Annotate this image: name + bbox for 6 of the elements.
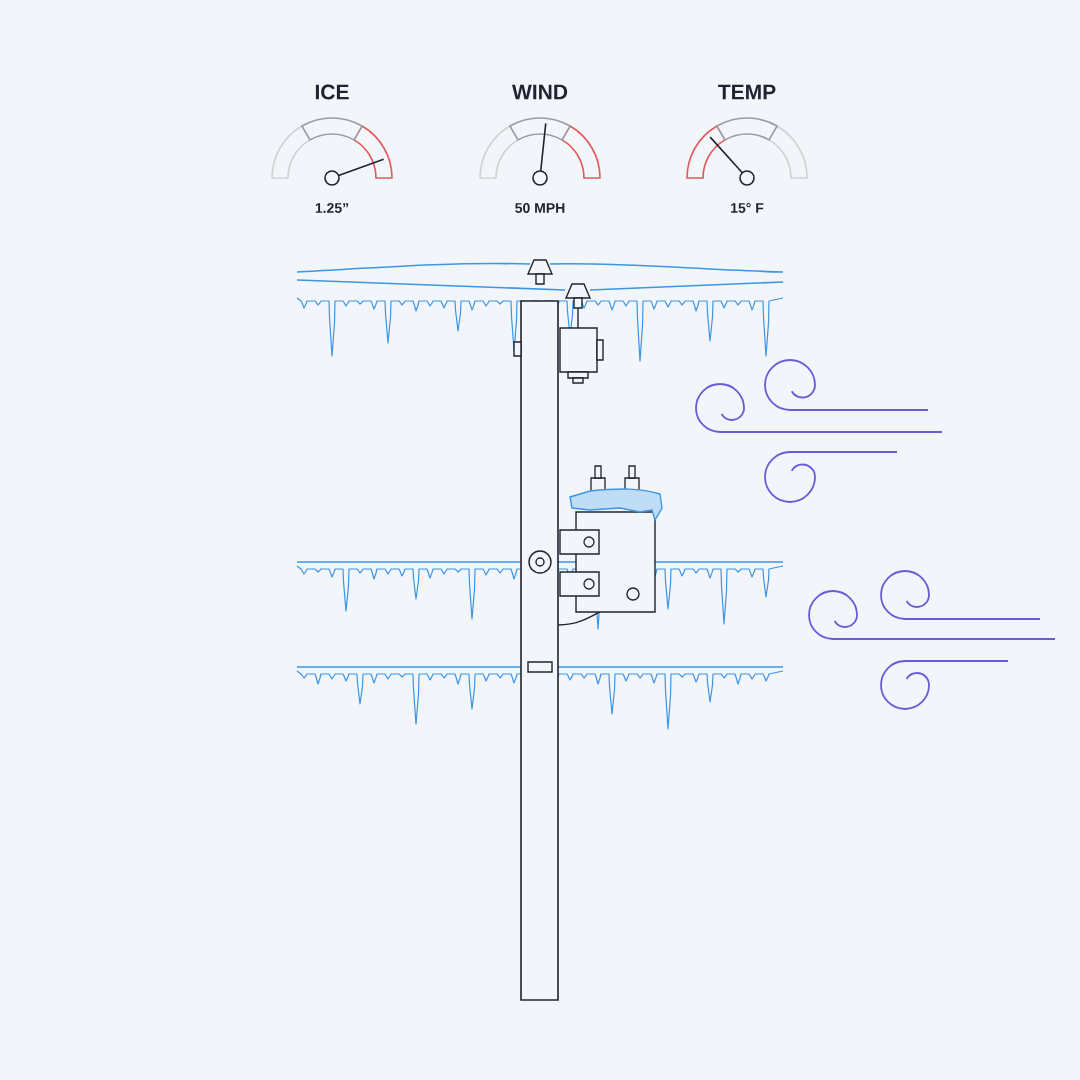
gauge-value: 50 MPH <box>515 203 565 213</box>
gauge-value: 1.25” <box>315 203 349 213</box>
gauge-label: TEMP <box>718 84 776 100</box>
gauge-label: ICE <box>315 84 349 100</box>
gauge-value: 15° F <box>731 203 764 213</box>
gauge-label: WIND <box>512 84 568 100</box>
